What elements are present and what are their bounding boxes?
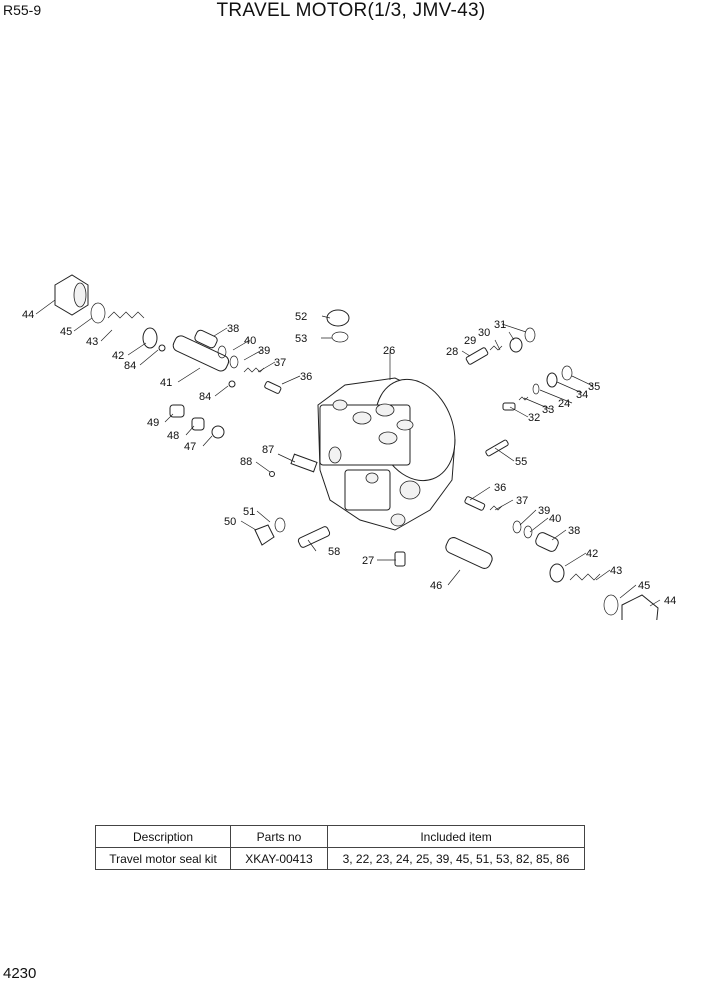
callout: 36: [300, 371, 312, 383]
callout: 42: [586, 548, 598, 560]
callout: 45: [638, 580, 650, 592]
callout: 41: [160, 377, 172, 389]
callout: 32: [528, 412, 540, 424]
callout: 55: [515, 456, 527, 468]
callout: 43: [86, 336, 98, 348]
callout: 48: [167, 430, 179, 442]
callout: 26: [383, 345, 395, 357]
callout: 27: [362, 555, 374, 567]
callout: 29: [464, 335, 476, 347]
motor-housing: [317, 377, 456, 531]
callout: 40: [549, 513, 561, 525]
callout: 47: [184, 441, 196, 453]
callout: 51: [243, 506, 255, 518]
column-header: Included item: [327, 825, 585, 848]
callout: 28: [446, 346, 458, 358]
callout: 50: [224, 516, 236, 528]
callout: 38: [568, 525, 580, 537]
callout: 42: [112, 350, 124, 362]
page-number: 4230: [3, 965, 37, 982]
callout: 31: [494, 319, 506, 331]
right-parts: [326, 309, 659, 620]
callout: 24: [558, 398, 570, 410]
model-code: R55-9: [3, 2, 42, 18]
callout: 40: [244, 335, 256, 347]
exploded-parts-diagram: 44 45 43 42 84 41 38 40 39 37 36 84 49 4…: [22, 274, 676, 620]
callout: 88: [240, 456, 252, 468]
callout: 53: [295, 333, 307, 345]
table-cell: Travel motor seal kit: [95, 847, 231, 870]
callout: 36: [494, 482, 506, 494]
callout: 37: [516, 495, 528, 507]
callout: 44: [664, 595, 676, 607]
callout: 58: [328, 546, 340, 558]
leader-lines: [35, 299, 661, 607]
callout: 84: [199, 391, 211, 403]
left-parts: [54, 274, 331, 548]
callout-labels: 44 45 43 42 84 41 38 40 39 37 36 84 49 4…: [22, 309, 676, 607]
table-row: Travel motor seal kit XKAY-00413 3, 22, …: [95, 847, 585, 870]
column-header: Parts no: [230, 825, 328, 848]
callout: 38: [227, 323, 239, 335]
callout: 33: [542, 404, 554, 416]
table-cell: 3, 22, 23, 24, 25, 39, 45, 51, 53, 82, 8…: [327, 847, 585, 870]
callout: 49: [147, 417, 159, 429]
callout: 52: [295, 311, 307, 323]
parts-table: Description Parts no Included item Trave…: [95, 825, 585, 870]
callout: 44: [22, 309, 34, 321]
callout: 87: [262, 444, 274, 456]
callout: 43: [610, 565, 622, 577]
callout: 84: [124, 360, 136, 372]
callout: 46: [430, 580, 442, 592]
callout: 34: [576, 389, 588, 401]
table-cell: XKAY-00413: [230, 847, 328, 870]
callout: 39: [258, 345, 270, 357]
table-header-row: Description Parts no Included item: [95, 825, 585, 848]
column-header: Description: [95, 825, 231, 848]
page-title: TRAVEL MOTOR(1/3, JMV-43): [216, 0, 486, 21]
callout: 30: [478, 327, 490, 339]
callout: 37: [274, 357, 286, 369]
callout: 35: [588, 381, 600, 393]
callout: 45: [60, 326, 72, 338]
callout: 39: [538, 505, 550, 517]
